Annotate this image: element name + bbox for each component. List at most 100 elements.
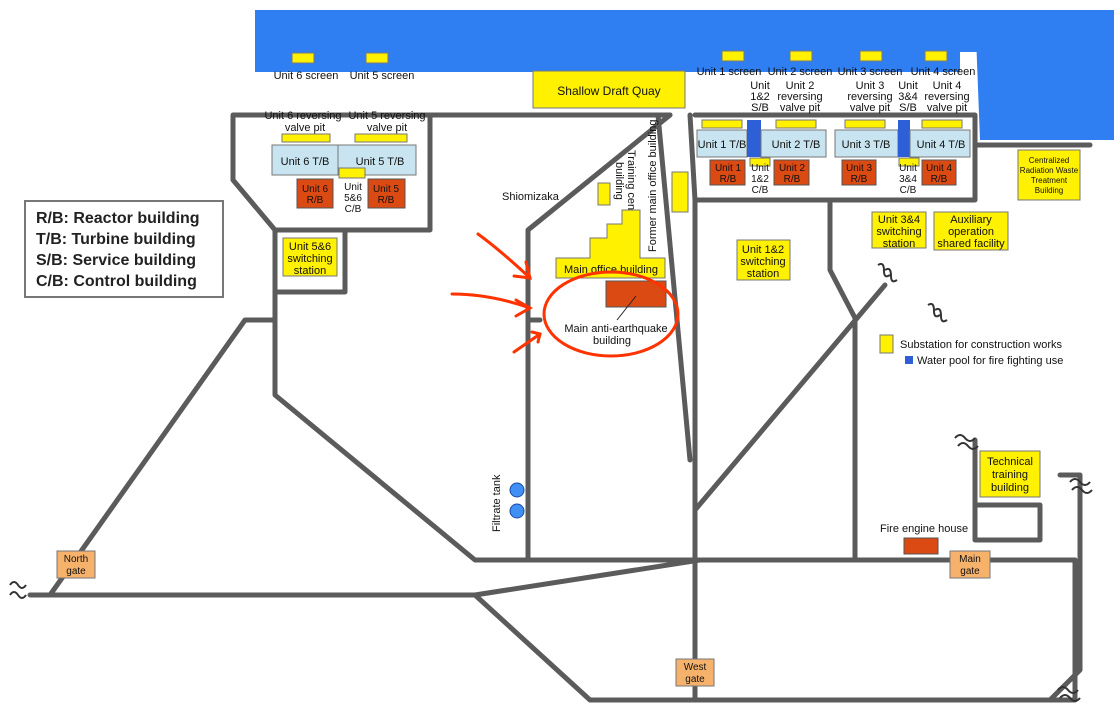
anti-earthquake-leader-line [616, 295, 637, 321]
svg-text:gate: gate [685, 674, 705, 685]
annotation-arrow-2-head [514, 298, 534, 318]
unit-2-turbine-building [760, 129, 827, 158]
unit-2-rb-label-2: R/B [784, 174, 801, 185]
unit-1-2-cb-label-3: C/B [752, 185, 769, 196]
red-annotation [450, 232, 680, 358]
unit-1-reactor-building [709, 159, 746, 186]
anti-earthquake-label-2: building [593, 335, 631, 347]
unit-2-rb-label-1: Unit 2 [779, 163, 806, 174]
unit-2-screen-label: Unit 2 screen [768, 66, 833, 78]
technical-label-1: Technical [987, 456, 1033, 468]
unit-5-valve-pit-label-2: valve pit [367, 122, 407, 134]
unit-6-valve-pit-label-1: Unit 6 reversing [264, 110, 341, 122]
unit-2-screen-marker [789, 50, 813, 62]
unit-1-screen-marker [721, 50, 745, 62]
main-anti-earthquake-building [605, 280, 667, 308]
unit-5-tb-label: Unit 5 T/B [356, 156, 405, 168]
switching-stations: Unit 5&6 switching station Unit 1&2 swit… [282, 211, 1009, 281]
svg-text:switching: switching [876, 226, 921, 238]
technical-training-building [979, 450, 1041, 498]
svg-text:switching: switching [287, 253, 332, 265]
unit-1-screen-label: Unit 1 screen [697, 66, 762, 78]
svg-text:station: station [747, 268, 779, 280]
unit-4-tb-label: Unit 4 T/B [917, 139, 966, 151]
svg-text:gate: gate [66, 566, 86, 577]
legend-sb: S/B: Service building [36, 252, 197, 269]
unit-5-rb-label-1: Unit 5 [373, 184, 400, 195]
svg-text:Unit 3&4: Unit 3&4 [878, 214, 920, 226]
map-legend-box: R/B: Reactor building T/B: Turbine build… [24, 200, 224, 298]
unit-3-4-service-building [898, 120, 910, 157]
unit-2-reactor-building [773, 159, 810, 186]
unit-6-tb-label: Unit 6 T/B [281, 156, 330, 168]
waste-label-4: Building [1035, 186, 1063, 195]
unit-3-4-sb-label-1: Unit [898, 80, 918, 92]
legend-tb: T/B: Turbine building [36, 231, 196, 248]
training-center-building [597, 182, 611, 206]
svg-text:switching: switching [740, 256, 785, 268]
former-main-office-label: Former main office building [647, 120, 659, 252]
unit-1-2-cb-label-2: 1&2 [751, 174, 769, 185]
svg-text:North: North [64, 554, 88, 565]
unit-3-screen-marker [859, 50, 883, 62]
unit-1-2-switching-station [736, 239, 791, 281]
svg-text:operation: operation [948, 226, 994, 238]
units-5-6-block: Unit 6 T/B Unit 5 T/B Unit 6 R/B Unit 5&… [271, 133, 417, 215]
svg-text:West: West [684, 662, 707, 673]
units-1-4-block: Unit 1 T/B Unit 2 T/B Unit 3 T/B Unit 4 … [696, 119, 971, 196]
unit-3-rb-label-1: Unit 3 [846, 163, 873, 174]
unit-1-rb-label-1: Unit 1 [715, 163, 742, 174]
annotation-arrow-1 [476, 232, 532, 280]
centralized-radiation-waste-building [1017, 149, 1081, 201]
sea-east [975, 10, 1114, 140]
unit-5-screen-label: Unit 5 screen [350, 70, 415, 82]
road-break-marks [9, 262, 1093, 702]
unit-3-4-cb-label-3: C/B [900, 185, 917, 196]
main-gate [949, 550, 991, 579]
svg-text:Main: Main [959, 554, 981, 565]
technical-label-2: training [992, 469, 1028, 481]
shiomizaka-label: Shiomizaka [502, 191, 560, 203]
unit-5-reactor-building [367, 178, 406, 209]
substation-legend-swatch [879, 334, 894, 354]
training-center-label-2: building [613, 162, 625, 200]
unit-1-tb-label: Unit 1 T/B [698, 139, 747, 151]
unit-3-rb-label-2: R/B [851, 174, 868, 185]
waste-label-2: Radiation Waste [1020, 166, 1079, 175]
unit-5-6-switching-station [282, 237, 338, 277]
unit-5-6-cb-label-3: C/B [345, 204, 362, 215]
auxiliary-operation-facility [933, 211, 1009, 251]
unit-1-2-sb-label-2: 1&2 [750, 91, 770, 103]
unit-2-valve-pit-label-3: valve pit [780, 102, 820, 114]
roads [27, 112, 1093, 703]
unit-6-turbine-building [271, 144, 339, 176]
annotation-arrow-3-head [530, 330, 542, 344]
substation-legend-label: Substation for construction works [900, 339, 1063, 351]
unit-6-rb-label-1: Unit 6 [302, 184, 329, 195]
unit-3-4-sb-label-3: S/B [899, 102, 917, 114]
unit-1-2-sb-label-3: S/B [751, 102, 769, 114]
unit-6-reactor-building [296, 178, 334, 209]
unit-5-screen-marker [365, 52, 389, 64]
training-center-label-1: Training center [625, 150, 637, 223]
unit-1-turbine-building [696, 129, 748, 158]
svg-text:station: station [294, 265, 326, 277]
filtrate-tank-2 [509, 503, 525, 519]
gates: North gate Main gate West gate [56, 550, 991, 687]
unit-6-screen-marker [291, 52, 315, 64]
legend-rb: R/B: Reactor building [36, 210, 200, 227]
main-office-label: Main office building [564, 264, 658, 276]
pool-legend-swatch [905, 356, 913, 364]
unit-1-2-service-building [747, 120, 761, 157]
unit-4-screen-label: Unit 4 screen [911, 66, 976, 78]
svg-text:station: station [883, 238, 915, 250]
unit-1-2-sb-label-1: Unit [750, 80, 770, 92]
unit-3-valve-pit-label-3: valve pit [850, 102, 890, 114]
unit-3-screen-label: Unit 3 screen [838, 66, 903, 78]
unit-2-valve-pit-label-1: Unit 2 [786, 80, 815, 92]
unit-4-reactor-building [921, 159, 957, 186]
unit-5-rb-label-2: R/B [378, 195, 395, 206]
shallow-draft-quay [532, 70, 686, 109]
anti-earthquake-label-1: Main anti-earthquake [564, 323, 667, 335]
